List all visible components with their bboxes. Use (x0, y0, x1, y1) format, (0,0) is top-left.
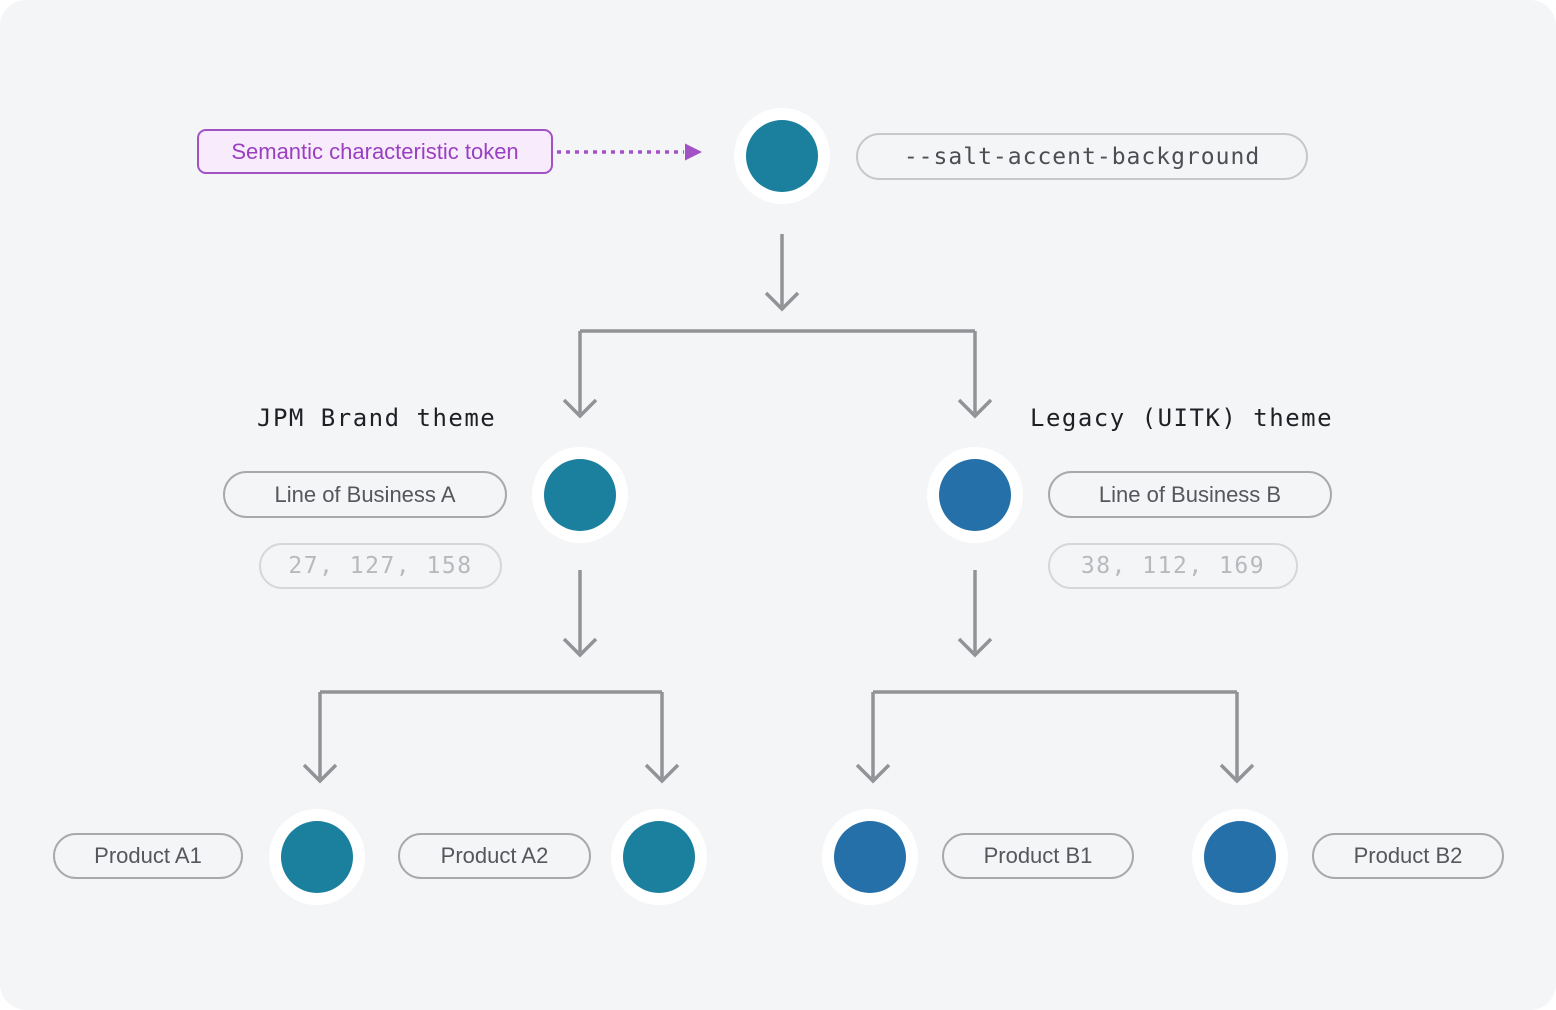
arrowhead-theme-a (562, 398, 598, 419)
product-a2-node-dot (623, 821, 695, 893)
theme-a-lob-pill: Line of Business A (223, 471, 507, 518)
arrowhead-product-a1 (302, 763, 338, 784)
arrowhead-theme-a-down (562, 637, 598, 658)
arrowhead-product-b2 (1219, 763, 1255, 784)
root-node (734, 108, 830, 204)
product-a1-pill: Product A1 (53, 833, 243, 879)
annotation-arrowhead-icon (685, 143, 702, 161)
product-a2-node (611, 809, 707, 905)
product-b1-node (822, 809, 918, 905)
arrowhead-product-a2 (644, 763, 680, 784)
theme-a-node (532, 447, 628, 543)
arrowhead-product-b1 (855, 763, 891, 784)
product-a2-pill: Product A2 (398, 833, 591, 879)
product-b2-node (1192, 809, 1288, 905)
arrowhead-root-down (764, 291, 800, 312)
product-b2-node-dot (1204, 821, 1276, 893)
theme-b-title: Legacy (UITK) theme (1030, 404, 1334, 432)
product-b1-pill: Product B1 (942, 833, 1134, 879)
root-node-dot (746, 120, 818, 192)
theme-a-rgb-pill: 27, 127, 158 (259, 543, 502, 589)
product-a1-node-dot (281, 821, 353, 893)
product-b1-node-dot (834, 821, 906, 893)
root-token-pill: --salt-accent-background (856, 133, 1308, 180)
theme-b-lob-pill: Line of Business B (1048, 471, 1332, 518)
arrowhead-theme-b-down (957, 637, 993, 658)
annotation-label: Semantic characteristic token (197, 129, 553, 174)
product-b2-pill: Product B2 (1312, 833, 1504, 879)
product-a1-node (269, 809, 365, 905)
theme-b-node (927, 447, 1023, 543)
theme-a-title: JPM Brand theme (257, 404, 497, 432)
theme-a-node-dot (544, 459, 616, 531)
arrowhead-theme-b (957, 398, 993, 419)
theme-b-rgb-pill: 38, 112, 169 (1048, 543, 1298, 589)
theme-b-node-dot (939, 459, 1011, 531)
